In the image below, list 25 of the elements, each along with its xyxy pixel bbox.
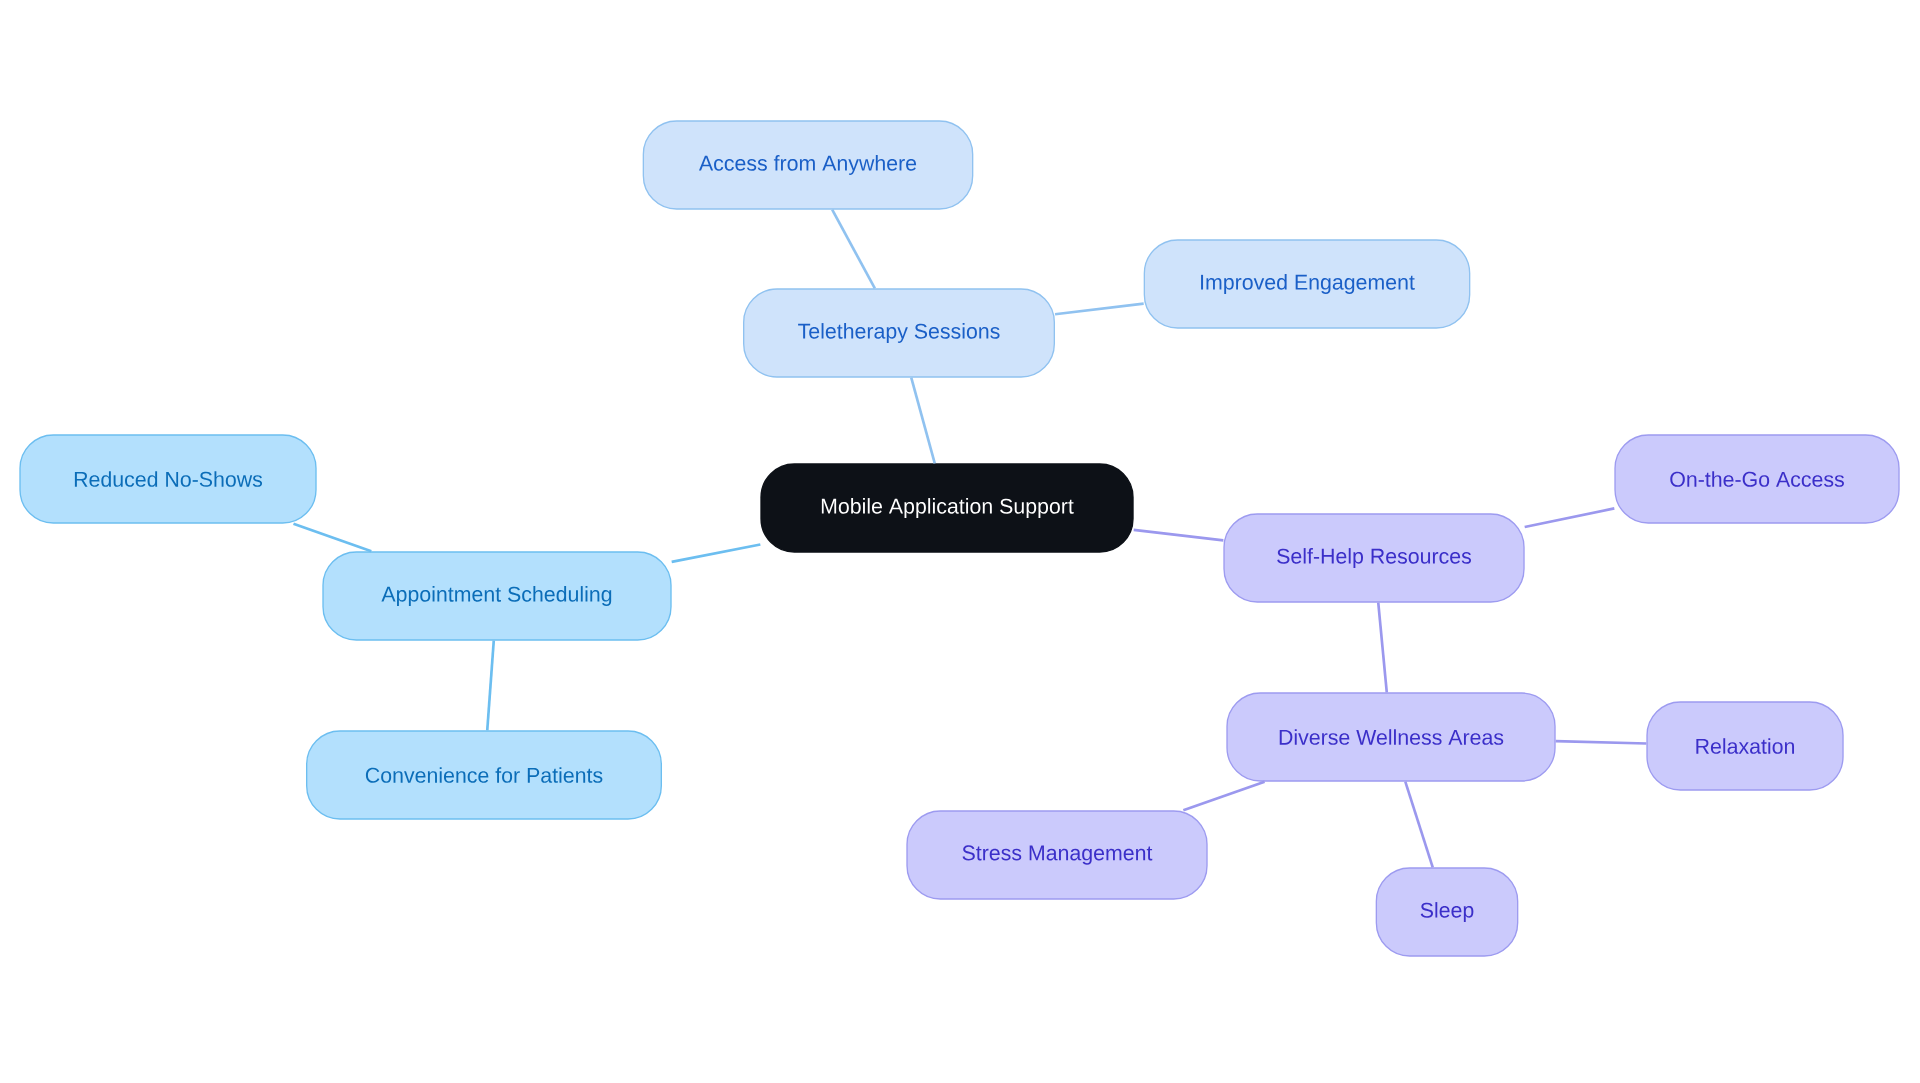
connector-line (293, 522, 372, 553)
connector-line (1404, 781, 1434, 868)
topic-box: Relaxation (1646, 701, 1844, 791)
topic-box: Appointment Scheduling (322, 551, 672, 641)
connector-line (1182, 780, 1266, 812)
connector-line (909, 377, 937, 464)
topic-box: Stress Management (906, 810, 1208, 900)
connector-line (1054, 302, 1144, 316)
topic-box: Access from Anywhere (642, 120, 974, 210)
connector-line (1376, 602, 1389, 693)
topic-box: Improved Engagement (1143, 239, 1471, 329)
connector-line (485, 640, 496, 731)
topic-box: Diverse Wellness Areas (1226, 692, 1556, 782)
topic-box: Teletherapy Sessions (743, 288, 1055, 378)
connector-line (1133, 528, 1224, 542)
topic-box: Self-Help Resources (1223, 513, 1525, 603)
connector-line (1524, 507, 1615, 529)
topic-box: Reduced No-Shows (19, 434, 317, 524)
connector-line (831, 209, 876, 289)
topic-box: On-the-Go Access (1614, 434, 1900, 524)
topic-box: Sleep (1375, 867, 1519, 957)
topic-box: Convenience for Patients (306, 730, 662, 820)
topic-box: Mobile Application Support (760, 463, 1134, 553)
connector-line (1555, 739, 1647, 745)
connector-line (671, 543, 761, 564)
